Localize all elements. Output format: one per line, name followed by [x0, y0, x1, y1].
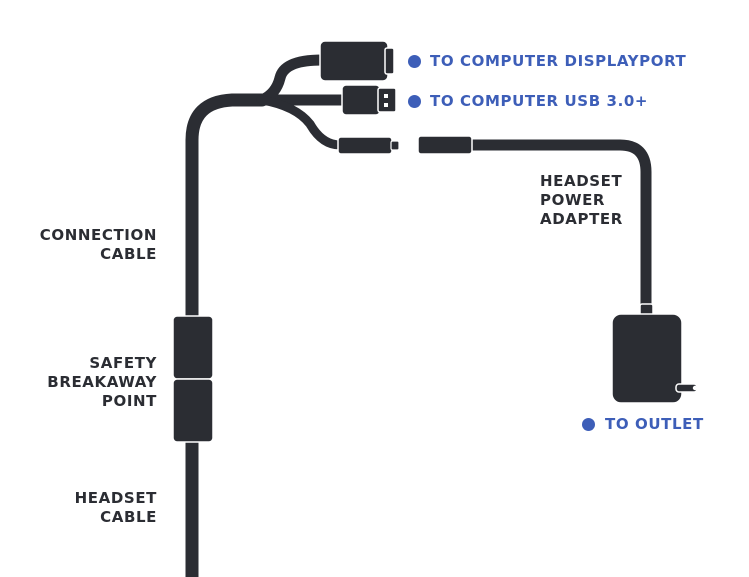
usb-connector [341, 84, 397, 116]
safety-breakaway-connector [172, 315, 214, 443]
connection-cable-label-line: CABLE [100, 245, 157, 263]
connection-cable [185, 93, 269, 577]
power-adapter-cable [464, 139, 652, 320]
power-adapter-label: HEADSET POWER ADAPTER [540, 172, 623, 229]
power-plug-male [337, 136, 400, 155]
usb-dot [408, 95, 421, 108]
power-adapter-brick [611, 303, 698, 404]
power-adapter-label-line: HEADSET [540, 172, 623, 190]
power-adapter-label-line: POWER [540, 191, 606, 209]
headset-cable-label-line: CABLE [100, 508, 157, 526]
usb-label: TO COMPUTER USB 3.0+ [430, 92, 649, 110]
displayport-branch [256, 54, 328, 106]
displayport-label: TO COMPUTER DISPLAYPORT [430, 52, 687, 70]
headset-cable-label-line: HEADSET [74, 489, 157, 507]
power-plug-female [417, 135, 473, 155]
displayport-dot [408, 55, 421, 68]
connection-cable-label-line: CONNECTION [39, 226, 157, 244]
displayport-connector [319, 40, 395, 82]
safety-breakaway-label: SAFETY BREAKAWAY POINT [47, 354, 157, 411]
connection-cable-label: CONNECTION CABLE [40, 226, 157, 264]
safety-breakaway-label-line: SAFETY [89, 354, 157, 372]
power-adapter-label-line: ADAPTER [540, 210, 623, 228]
safety-breakaway-label-line: POINT [101, 392, 157, 410]
headset-cable-label: HEADSET CABLE [75, 489, 157, 527]
safety-breakaway-label-line: BREAKAWAY [47, 373, 157, 391]
outlet-label: TO OUTLET [605, 415, 704, 433]
outlet-dot [582, 418, 595, 431]
power-branch [257, 95, 345, 150]
